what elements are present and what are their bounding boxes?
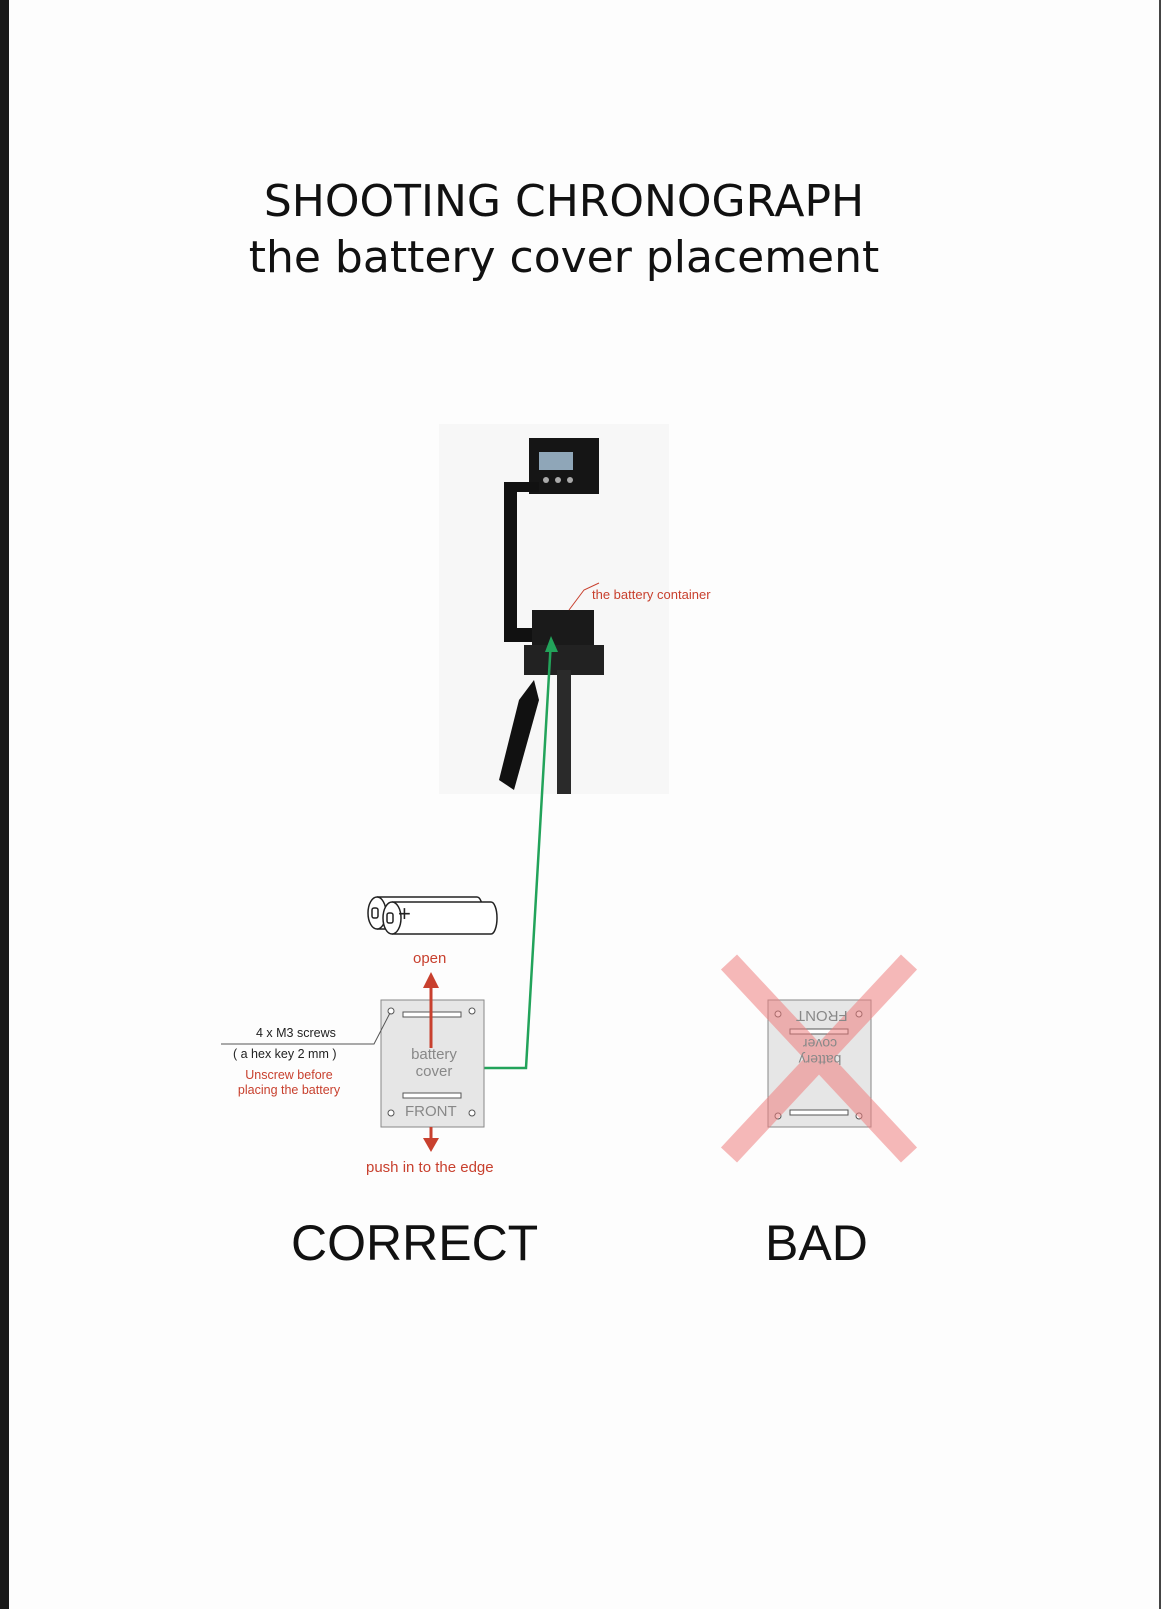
warning-line: placing the battery	[237, 1083, 341, 1097]
battery-icon	[367, 896, 498, 935]
battery-plus-sign: +	[398, 901, 411, 926]
cover-text: battery cover	[399, 1046, 469, 1080]
page-subtitle: the battery cover placement	[248, 232, 880, 283]
front-label: FRONT	[405, 1103, 457, 1120]
push-label: push in to the edge	[366, 1159, 494, 1176]
cross-icon	[720, 954, 918, 1163]
cover-text-line: battery	[798, 1052, 842, 1068]
warning-line: Unscrew before	[245, 1068, 333, 1082]
battery-cover-bad	[720, 954, 918, 1163]
open-label: open	[413, 950, 447, 967]
cover-text-line: cover	[415, 1063, 453, 1080]
unscrew-warning: Unscrew before placing the battery	[229, 1068, 349, 1098]
correct-label: CORRECT	[291, 1215, 539, 1271]
battery-cover-correct	[221, 972, 485, 1152]
diagram	[221, 424, 918, 1163]
cover-text-line: cover	[802, 1036, 838, 1052]
document-page: SHOOTING CHRONOGRAPH the battery cover p…	[9, 0, 1159, 1609]
cover-text-line: battery	[411, 1046, 457, 1063]
bad-label: BAD	[765, 1215, 868, 1271]
page-title: SHOOTING CHRONOGRAPH	[263, 176, 865, 227]
page-edge	[1159, 0, 1170, 1609]
bad-cover-text: battery cover	[785, 1036, 855, 1068]
hex-key-label: ( a hex key 2 mm )	[233, 1047, 337, 1061]
battery-container-callout: the battery container	[592, 587, 711, 602]
chronograph-photo	[439, 424, 669, 794]
bad-front-label: FRONT	[796, 1007, 848, 1024]
screws-label: 4 x M3 screws	[256, 1026, 336, 1040]
